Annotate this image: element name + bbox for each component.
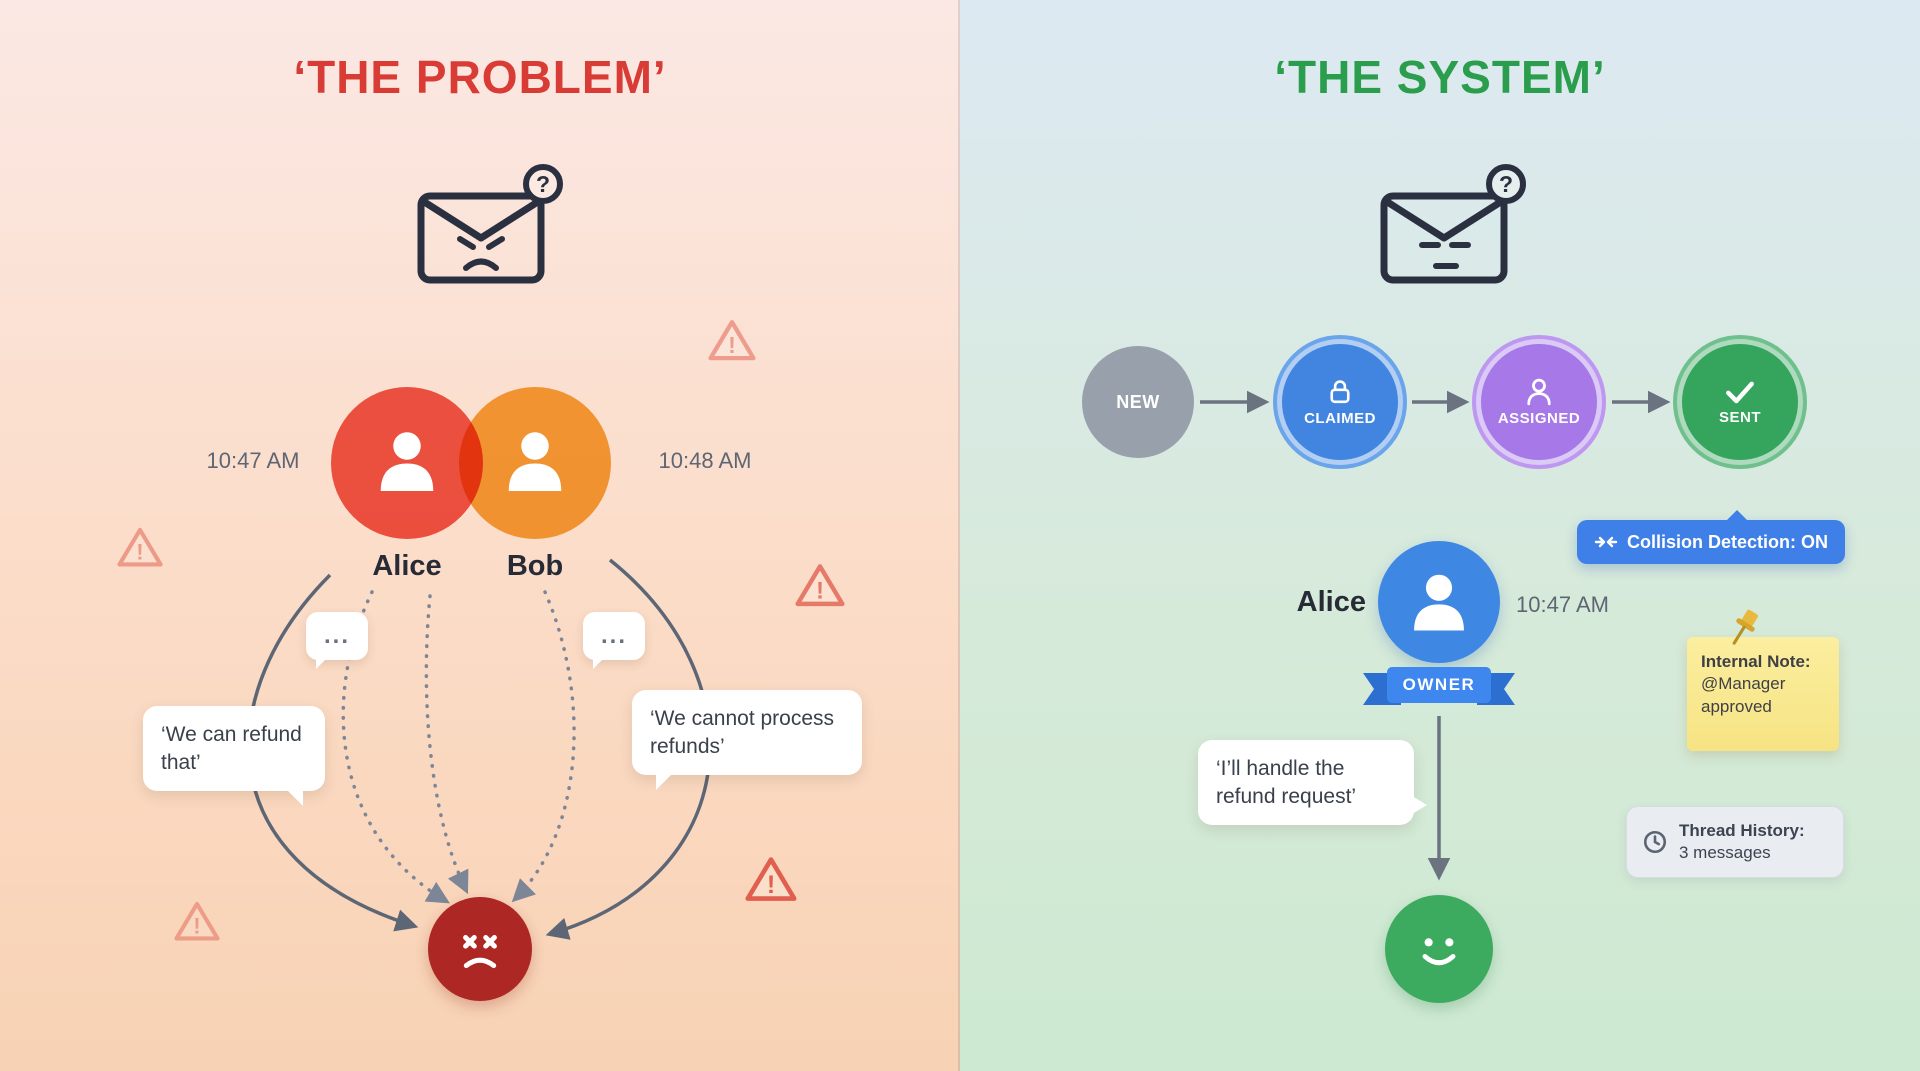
warning-icon: ! <box>743 854 799 906</box>
problem-title: ‘THE PROBLEM’ <box>293 51 667 103</box>
alice-typing-bubble: ... <box>306 612 368 669</box>
stage-sent: SENT <box>1677 339 1803 465</box>
typing-dots: ... <box>323 622 350 649</box>
warning-icon: ! <box>793 561 847 611</box>
problem-panel: ‘THE PROBLEM’ ? <box>0 0 960 1071</box>
svg-text:!: ! <box>767 871 775 899</box>
panel-divider <box>958 0 961 1071</box>
owner-badge-label: OWNER <box>1402 675 1476 694</box>
stage-claimed: CLAIMED <box>1277 339 1403 465</box>
owner-message-bubble: ‘I’ll handle the refund request’ <box>1198 740 1427 826</box>
alice-avatar <box>331 387 483 539</box>
pushpin-icon <box>1732 609 1759 645</box>
thread-history-title: Thread History: <box>1679 820 1805 840</box>
internal-note-title: Internal Note: <box>1701 652 1811 671</box>
stage-assigned: ASSIGNED <box>1476 339 1602 465</box>
owner-timestamp: 10:47 AM <box>1516 592 1609 617</box>
user-icon <box>380 432 434 491</box>
owner-avatar <box>1378 541 1500 663</box>
typing-dots: ... <box>600 622 627 649</box>
svg-text:!: ! <box>136 540 143 565</box>
bob-message-text: ‘We cannot process refunds’ <box>650 707 835 758</box>
happy-result-icon <box>1385 895 1493 1003</box>
bob-name: Bob <box>506 550 564 582</box>
collision-icon <box>1594 536 1618 548</box>
calm-email-icon: ? <box>1380 164 1526 284</box>
stage-sent-label: SENT <box>1718 409 1761 426</box>
check-icon <box>1726 381 1754 404</box>
bob-avatar <box>459 387 611 539</box>
bob-timestamp: 10:48 AM <box>658 448 752 473</box>
question-mark-glyph: ? <box>536 171 550 197</box>
question-badge <box>1486 164 1526 204</box>
collision-detection-label: Collision Detection: ON <box>1627 531 1829 552</box>
female-user-icon <box>1414 574 1464 631</box>
stage-new-label: NEW <box>1116 391 1160 412</box>
alice-name: Alice <box>372 550 442 582</box>
alice-message-text: ‘We can refund that’ <box>161 723 302 774</box>
system-title: ‘THE SYSTEM’ <box>1274 51 1606 103</box>
angry-email-icon: ? <box>417 164 563 284</box>
alice-timestamp: 10:47 AM <box>206 448 300 473</box>
owner-name: Alice <box>1296 586 1366 618</box>
svg-text:!: ! <box>193 914 200 939</box>
alice-message-bubble: ‘We can refund that’ <box>143 706 325 807</box>
internal-note-body: @Manager approved <box>1701 674 1786 716</box>
warning-icon: ! <box>172 899 222 945</box>
warning-icon: ! <box>706 317 758 365</box>
bob-message-bubble: ‘We cannot process refunds’ <box>632 690 862 791</box>
thread-history-card: Thread History: 3 messages <box>1626 806 1844 878</box>
clock-icon <box>1643 830 1667 854</box>
warning-icon: ! <box>115 525 165 571</box>
bob-typing-bubble: ... <box>583 612 645 669</box>
lock-icon <box>1330 380 1350 404</box>
stage-claimed-label: CLAIMED <box>1304 410 1376 427</box>
ribbon-icon <box>1363 667 1515 705</box>
thread-history-body: 3 messages <box>1679 843 1771 862</box>
question-badge <box>523 164 563 204</box>
internal-note: Internal Note: @Manager approved <box>1687 637 1839 751</box>
svg-text:!: ! <box>728 332 736 358</box>
question-mark-glyph: ? <box>1499 171 1513 197</box>
angry-result-icon <box>428 897 532 1001</box>
svg-text:!: ! <box>816 578 824 605</box>
owner-ribbon: OWNER <box>1359 660 1519 710</box>
stage-new: NEW <box>1082 346 1194 458</box>
collision-detection-badge: Collision Detection: ON <box>1577 510 1846 564</box>
stage-assigned-label: ASSIGNED <box>1497 410 1581 427</box>
system-panel: ‘THE SYSTEM’ ? NEW <box>960 0 1920 1071</box>
assignee-icon <box>1527 378 1551 406</box>
owner-message-text: ‘I’ll handle the refund request’ <box>1216 757 1357 808</box>
user-icon <box>508 432 562 491</box>
